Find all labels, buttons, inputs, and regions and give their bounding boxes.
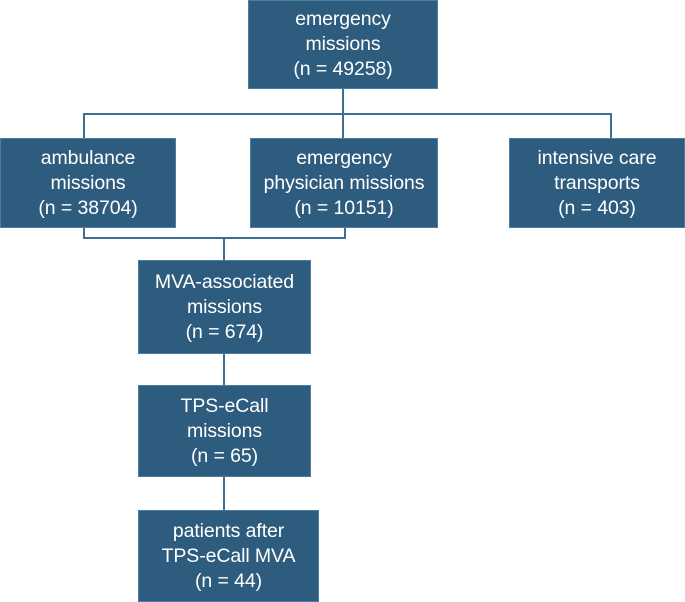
node-emergency-missions-line-2: missions — [305, 33, 381, 55]
edge-physician-missions-down — [344, 228, 346, 239]
node-mva-associated-missions-line-1: MVA-associated — [154, 270, 295, 293]
node-emergency-physician-missions-line-1: emergency — [296, 146, 392, 169]
node-intensive-care-transports-line-2: transports — [554, 171, 640, 194]
node-emergency-missions: emergency missions (n = 49258) — [248, 0, 438, 89]
node-ambulance-missions-count: (n = 38704) — [38, 196, 138, 219]
node-mva-associated-missions: MVA-associated missions (n = 674) — [138, 260, 311, 354]
node-tps-ecall-missions-count: (n = 65) — [191, 444, 258, 467]
edge-merge-to-mva-missions — [223, 237, 225, 260]
node-patients-after-tps-ecall-mva: patients after TPS-eCall MVA (n = 44) — [138, 510, 319, 602]
node-tps-ecall-missions: TPS-eCall missions (n = 65) — [138, 385, 311, 477]
node-mva-associated-missions-count: (n = 674) — [185, 320, 264, 343]
node-emergency-missions-count: (n = 49258) — [293, 58, 393, 80]
node-intensive-care-transports-line-1: intensive care — [537, 146, 657, 169]
node-emergency-physician-missions: emergency physician missions (n = 10151) — [250, 138, 438, 228]
node-emergency-missions-line-1: emergency — [295, 8, 391, 30]
edge-tps-ecall-missions-to-patients — [223, 477, 225, 510]
edge-bus-to-ambulance-missions — [83, 113, 85, 138]
edge-mva-missions-to-tps-ecall-missions — [223, 354, 225, 385]
node-intensive-care-transports: intensive care transports (n = 403) — [509, 138, 685, 228]
node-ambulance-missions-line-2: missions — [50, 171, 126, 194]
edge-merge-bus — [83, 237, 346, 239]
edge-ambulance-missions-down — [83, 228, 85, 239]
node-tps-ecall-missions-line-2: missions — [186, 419, 263, 442]
edge-distribution-bus — [83, 113, 612, 115]
node-ambulance-missions-line-1: ambulance — [40, 146, 136, 169]
node-tps-ecall-missions-line-1: TPS-eCall — [180, 394, 269, 417]
node-intensive-care-transports-count: (n = 403) — [558, 196, 636, 219]
node-emergency-physician-missions-line-2: physician missions — [263, 171, 425, 194]
node-emergency-physician-missions-count: (n = 10151) — [294, 196, 394, 219]
node-mva-associated-missions-line-2: missions — [186, 295, 263, 318]
node-ambulance-missions: ambulance missions (n = 38704) — [0, 138, 176, 228]
node-patients-after-tps-ecall-mva-line-1: patients after — [172, 519, 285, 542]
edge-bus-to-intensive-care-transports — [610, 113, 612, 138]
node-patients-after-tps-ecall-mva-line-2: TPS-eCall MVA — [161, 544, 296, 567]
node-patients-after-tps-ecall-mva-count: (n = 44) — [195, 569, 262, 592]
